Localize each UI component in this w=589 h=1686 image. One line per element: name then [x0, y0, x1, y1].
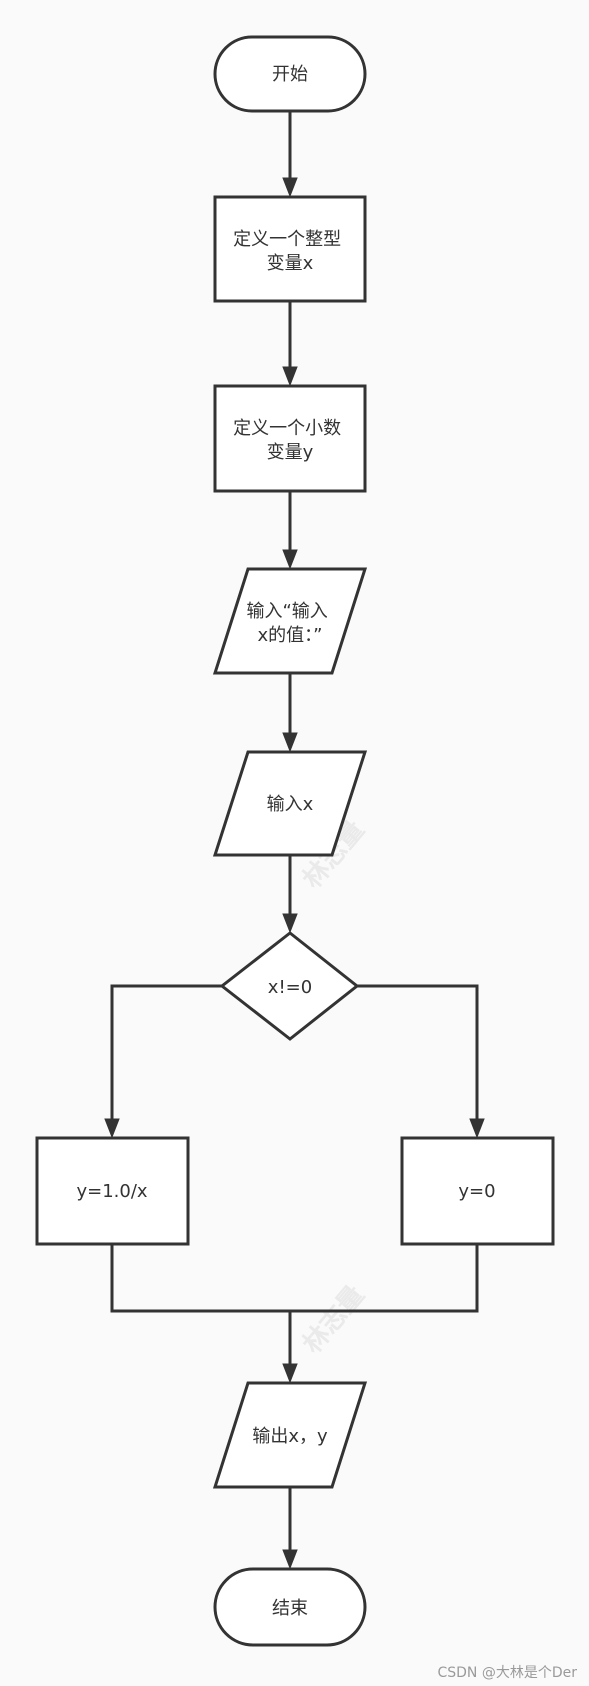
start-terminal: 开始: [213, 35, 367, 113]
connector-false-branch: [357, 984, 479, 1121]
credit-watermark: CSDN @大林是个Der: [437, 1665, 577, 1681]
connector-merge: [110, 1244, 479, 1313]
true-branch-label: y=1.0/x: [76, 1181, 147, 1202]
watermark: 林志量: [297, 1280, 370, 1359]
end-terminal: 结束: [213, 1567, 367, 1647]
declare-y-label: 定义一个小数 变量y: [233, 418, 347, 463]
decision-diamond: x!=0: [219, 931, 360, 1041]
input-x-label: 输入x: [267, 794, 314, 815]
arrowhead-icon: [282, 366, 298, 387]
arrowhead-icon: [282, 177, 298, 198]
prompt-label: 输入“输入 x的值：”: [246, 601, 333, 646]
arrowhead-icon: [282, 913, 298, 934]
output-io: 输出x，y: [212, 1381, 368, 1489]
input-x-io: 输入x: [212, 750, 368, 857]
end-label: 结束: [272, 1598, 308, 1619]
declare-y-process: 定义一个小数 变量y: [213, 384, 367, 493]
declare-x-label: 定义一个整型 变量x: [233, 229, 347, 274]
arrowhead-icon: [282, 1363, 298, 1384]
declare-x-process: 定义一个整型 变量x: [213, 195, 367, 303]
arrowhead-icon: [282, 549, 298, 570]
decision-label: x!=0: [268, 977, 312, 998]
false-branch-process: y=0: [400, 1136, 555, 1246]
arrowhead-icon: [282, 1549, 298, 1570]
arrowhead-icon: [469, 1118, 485, 1139]
prompt-io: 输入“输入 x的值：”: [212, 567, 368, 675]
arrowhead-icon: [282, 732, 298, 753]
false-branch-label: y=0: [458, 1181, 495, 1202]
start-label: 开始: [272, 64, 308, 85]
true-branch-process: y=1.0/x: [35, 1136, 190, 1246]
arrowhead-icon: [104, 1118, 120, 1139]
output-label: 输出x，y: [252, 1426, 328, 1447]
connectors: [110, 111, 479, 1552]
connector-true-branch: [110, 984, 222, 1121]
arrowheads: [104, 177, 485, 1570]
